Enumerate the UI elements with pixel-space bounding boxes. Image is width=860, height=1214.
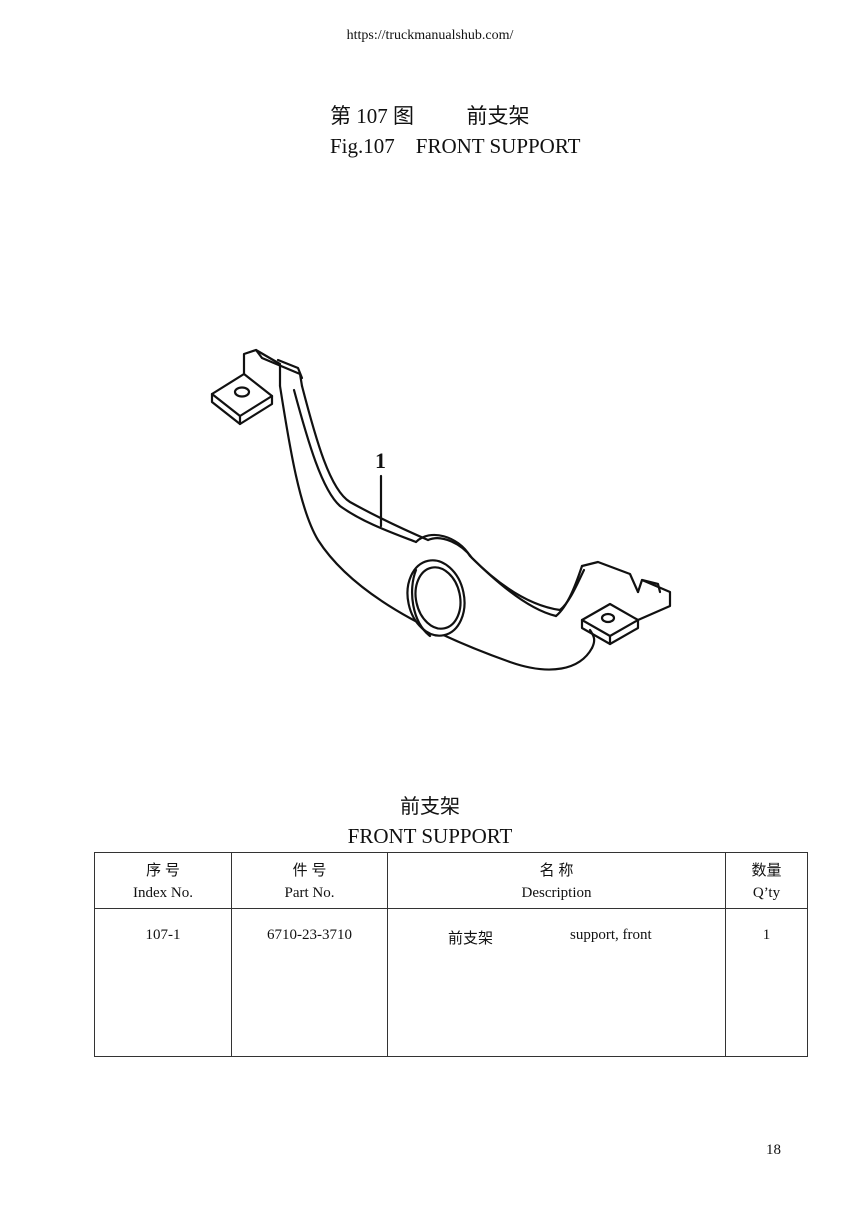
description-cn: 前支架 bbox=[448, 931, 494, 947]
front-support-drawing: 1 bbox=[210, 348, 672, 671]
parts-table: 序 号 Index No. 件 号 Part No. 名 称 Descripti… bbox=[94, 852, 808, 1057]
header-part-no-cn: 件 号 bbox=[292, 863, 327, 879]
page-number: 18 bbox=[766, 1142, 781, 1158]
header-qty-en: Q’ty bbox=[752, 885, 781, 901]
header-qty: 数量 Q’ty bbox=[725, 852, 808, 909]
figure-title-chinese: 第 107 图 前支架 bbox=[330, 104, 530, 128]
figure-title-english: Fig.107 FRONT SUPPORT bbox=[330, 134, 581, 158]
source-url: https://truckmanualshub.com/ bbox=[346, 28, 514, 43]
cell-index: 107-1 bbox=[94, 908, 232, 1057]
callout-number: 1 bbox=[375, 448, 386, 473]
header-part-no-en: Part No. bbox=[284, 885, 335, 901]
header-index-en: Index No. bbox=[133, 885, 193, 901]
cell-part-no: 6710-23-3710 bbox=[231, 908, 388, 1057]
header-description-cn: 名 称 bbox=[539, 863, 574, 879]
header-index: 序 号 Index No. bbox=[94, 852, 232, 909]
description-en: support, front bbox=[570, 927, 652, 943]
section-title-chinese: 前支架 bbox=[400, 796, 460, 818]
cell-description: 前支架 support, front bbox=[387, 908, 726, 1057]
header-qty-cn: 数量 bbox=[751, 863, 782, 879]
header-description-en: Description bbox=[521, 885, 592, 901]
cell-qty: 1 bbox=[725, 908, 808, 1057]
table-header-row: 序 号 Index No. 件 号 Part No. 名 称 Descripti… bbox=[94, 852, 808, 909]
section-title-english: FRONT SUPPORT bbox=[347, 824, 513, 848]
header-part-no: 件 号 Part No. bbox=[231, 852, 388, 909]
header-index-cn: 序 号 bbox=[146, 863, 180, 879]
header-description: 名 称 Description bbox=[387, 852, 726, 909]
table-row: 107-1 6710-23-3710 前支架 support, front 1 bbox=[94, 908, 808, 1057]
